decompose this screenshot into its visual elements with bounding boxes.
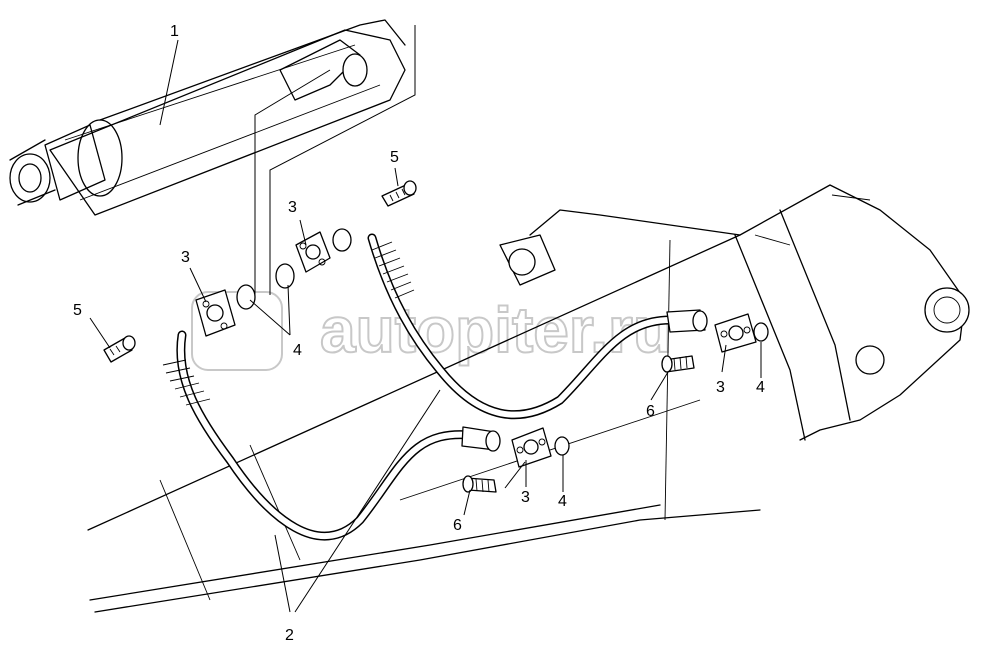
callouts: 1 5 3 3 5 4 3 4 6 3 4 6 2	[73, 23, 765, 644]
callout-2: 2	[285, 627, 294, 644]
hose-lower	[162, 330, 501, 541]
callout-5-left: 5	[73, 302, 82, 319]
flange-right	[714, 313, 757, 353]
hose-upper	[367, 233, 708, 420]
o-rings	[236, 228, 769, 456]
leader-lines	[89, 25, 762, 613]
callout-4-left: 4	[293, 342, 302, 359]
boom-pin-hole	[508, 248, 536, 276]
o-ring-top	[332, 228, 352, 252]
flange-left	[195, 289, 236, 337]
boom-pivot-hole	[924, 287, 970, 333]
bolt-top	[381, 180, 417, 207]
callout-3-left: 3	[181, 249, 190, 266]
boom-side-hole	[855, 345, 885, 375]
watermark: autopiter.ru	[191, 291, 673, 371]
o-ring-lower	[554, 436, 570, 456]
callout-3-lower: 3	[521, 489, 530, 506]
flange-lower	[511, 427, 552, 468]
callout-3-top: 3	[288, 199, 297, 216]
callout-6-lower: 6	[453, 517, 462, 534]
bolt-lower	[462, 475, 497, 493]
o-ring-left-b	[275, 263, 295, 289]
callout-4-right: 4	[756, 379, 765, 396]
boom-structure	[87, 184, 970, 613]
callout-4-lower: 4	[558, 493, 567, 510]
watermark-text: autopiter.ru	[320, 294, 672, 366]
bolt-right	[661, 355, 695, 373]
o-ring-right	[753, 322, 769, 342]
callout-1: 1	[170, 23, 179, 40]
flange-top	[295, 231, 331, 273]
callout-5-top: 5	[390, 149, 399, 166]
hydraulic-cylinder	[9, 19, 406, 216]
bolt-left	[103, 335, 136, 363]
o-ring-left-a	[236, 284, 256, 310]
callout-3-right: 3	[716, 379, 725, 396]
callout-6-right: 6	[646, 403, 655, 420]
